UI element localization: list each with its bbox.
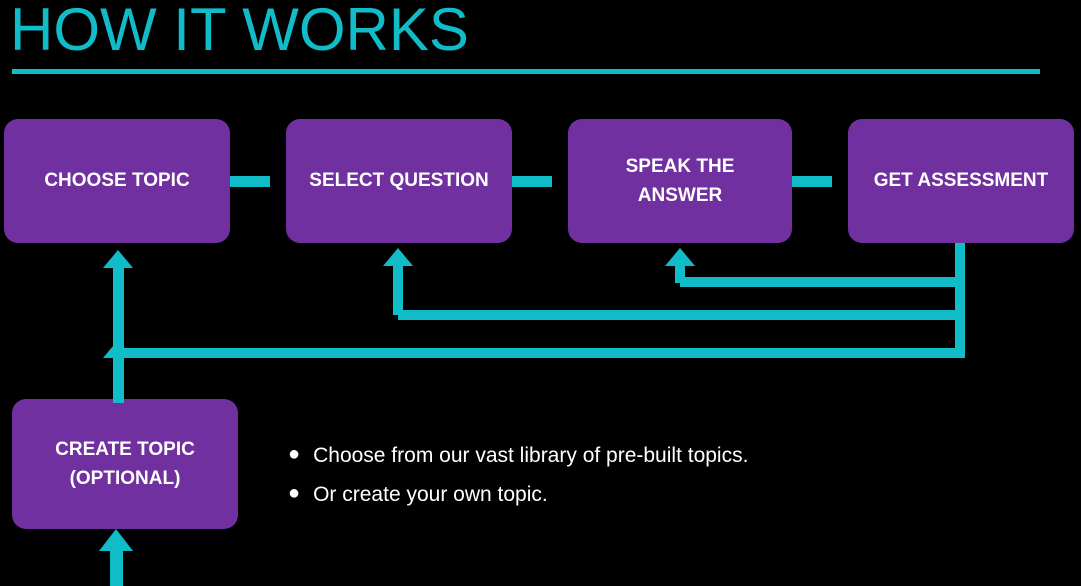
arrow-head-feedback-to-speak-icon	[665, 248, 695, 266]
list-item-label: Choose from our vast library of pre-buil…	[313, 444, 749, 467]
create-topic-line-1: CREATE TOPIC	[55, 438, 195, 460]
process-box-speak-the-answer-label: SPEAK THE ANSWER	[626, 152, 735, 211]
arrow-shaft-junction-to-choose	[113, 268, 124, 353]
feedback-trunk-vertical	[955, 243, 965, 358]
process-box-speak-the-answer[interactable]: SPEAK THE ANSWER	[568, 119, 792, 243]
title-underline-rule	[12, 69, 1040, 74]
bullet-list: ● Choose from our vast library of pre-bu…	[288, 443, 888, 522]
arrow-shaft-speak-to-assessment	[792, 176, 832, 187]
feedback-branch-to-select-vertical	[393, 263, 403, 315]
process-box-select-question[interactable]: SELECT QUESTION	[286, 119, 512, 243]
list-item-label: Or create your own topic.	[313, 483, 548, 507]
bullet-dot-icon: ●	[288, 443, 301, 465]
bullet-dot-icon: ●	[288, 482, 301, 505]
arrow-shaft-select-to-speak	[512, 176, 552, 187]
process-box-create-topic-optional[interactable]: CREATE TOPIC (OPTIONAL)	[12, 399, 238, 529]
feedback-branch-to-choose-horizontal	[118, 348, 961, 358]
feedback-branch-to-speak-horizontal	[680, 277, 961, 287]
arrow-head-junction-to-choose-icon	[103, 250, 133, 268]
arrow-head-inbound-to-create-topic-icon	[99, 529, 133, 551]
feedback-branch-to-select-horizontal	[398, 310, 961, 320]
process-box-choose-topic-label: CHOOSE TOPIC	[44, 170, 190, 192]
create-topic-line-2: (OPTIONAL)	[69, 468, 181, 489]
page-title: HOW IT WORKS	[10, 0, 469, 63]
list-item: ● Choose from our vast library of pre-bu…	[288, 443, 888, 469]
arrow-head-feedback-to-select-icon	[383, 248, 413, 266]
process-box-choose-topic[interactable]: CHOOSE TOPIC	[4, 119, 230, 243]
speak-answer-line-1: SPEAK THE	[625, 155, 735, 177]
list-item: ● Or create your own topic.	[288, 482, 888, 508]
arrow-shaft-choose-to-select	[230, 176, 270, 187]
process-box-select-question-label: SELECT QUESTION	[309, 170, 489, 192]
speak-answer-line-2: ANSWER	[637, 185, 723, 206]
feedback-branch-to-speak-vertical	[675, 263, 685, 283]
process-box-get-assessment-label: GET ASSESSMENT	[873, 170, 1049, 192]
process-box-get-assessment[interactable]: GET ASSESSMENT	[848, 119, 1074, 243]
arrow-shaft-create-to-junction	[113, 358, 124, 403]
arrow-shaft-inbound-to-create-topic	[110, 551, 123, 586]
process-box-create-topic-label: CREATE TOPIC (OPTIONAL)	[55, 435, 195, 494]
